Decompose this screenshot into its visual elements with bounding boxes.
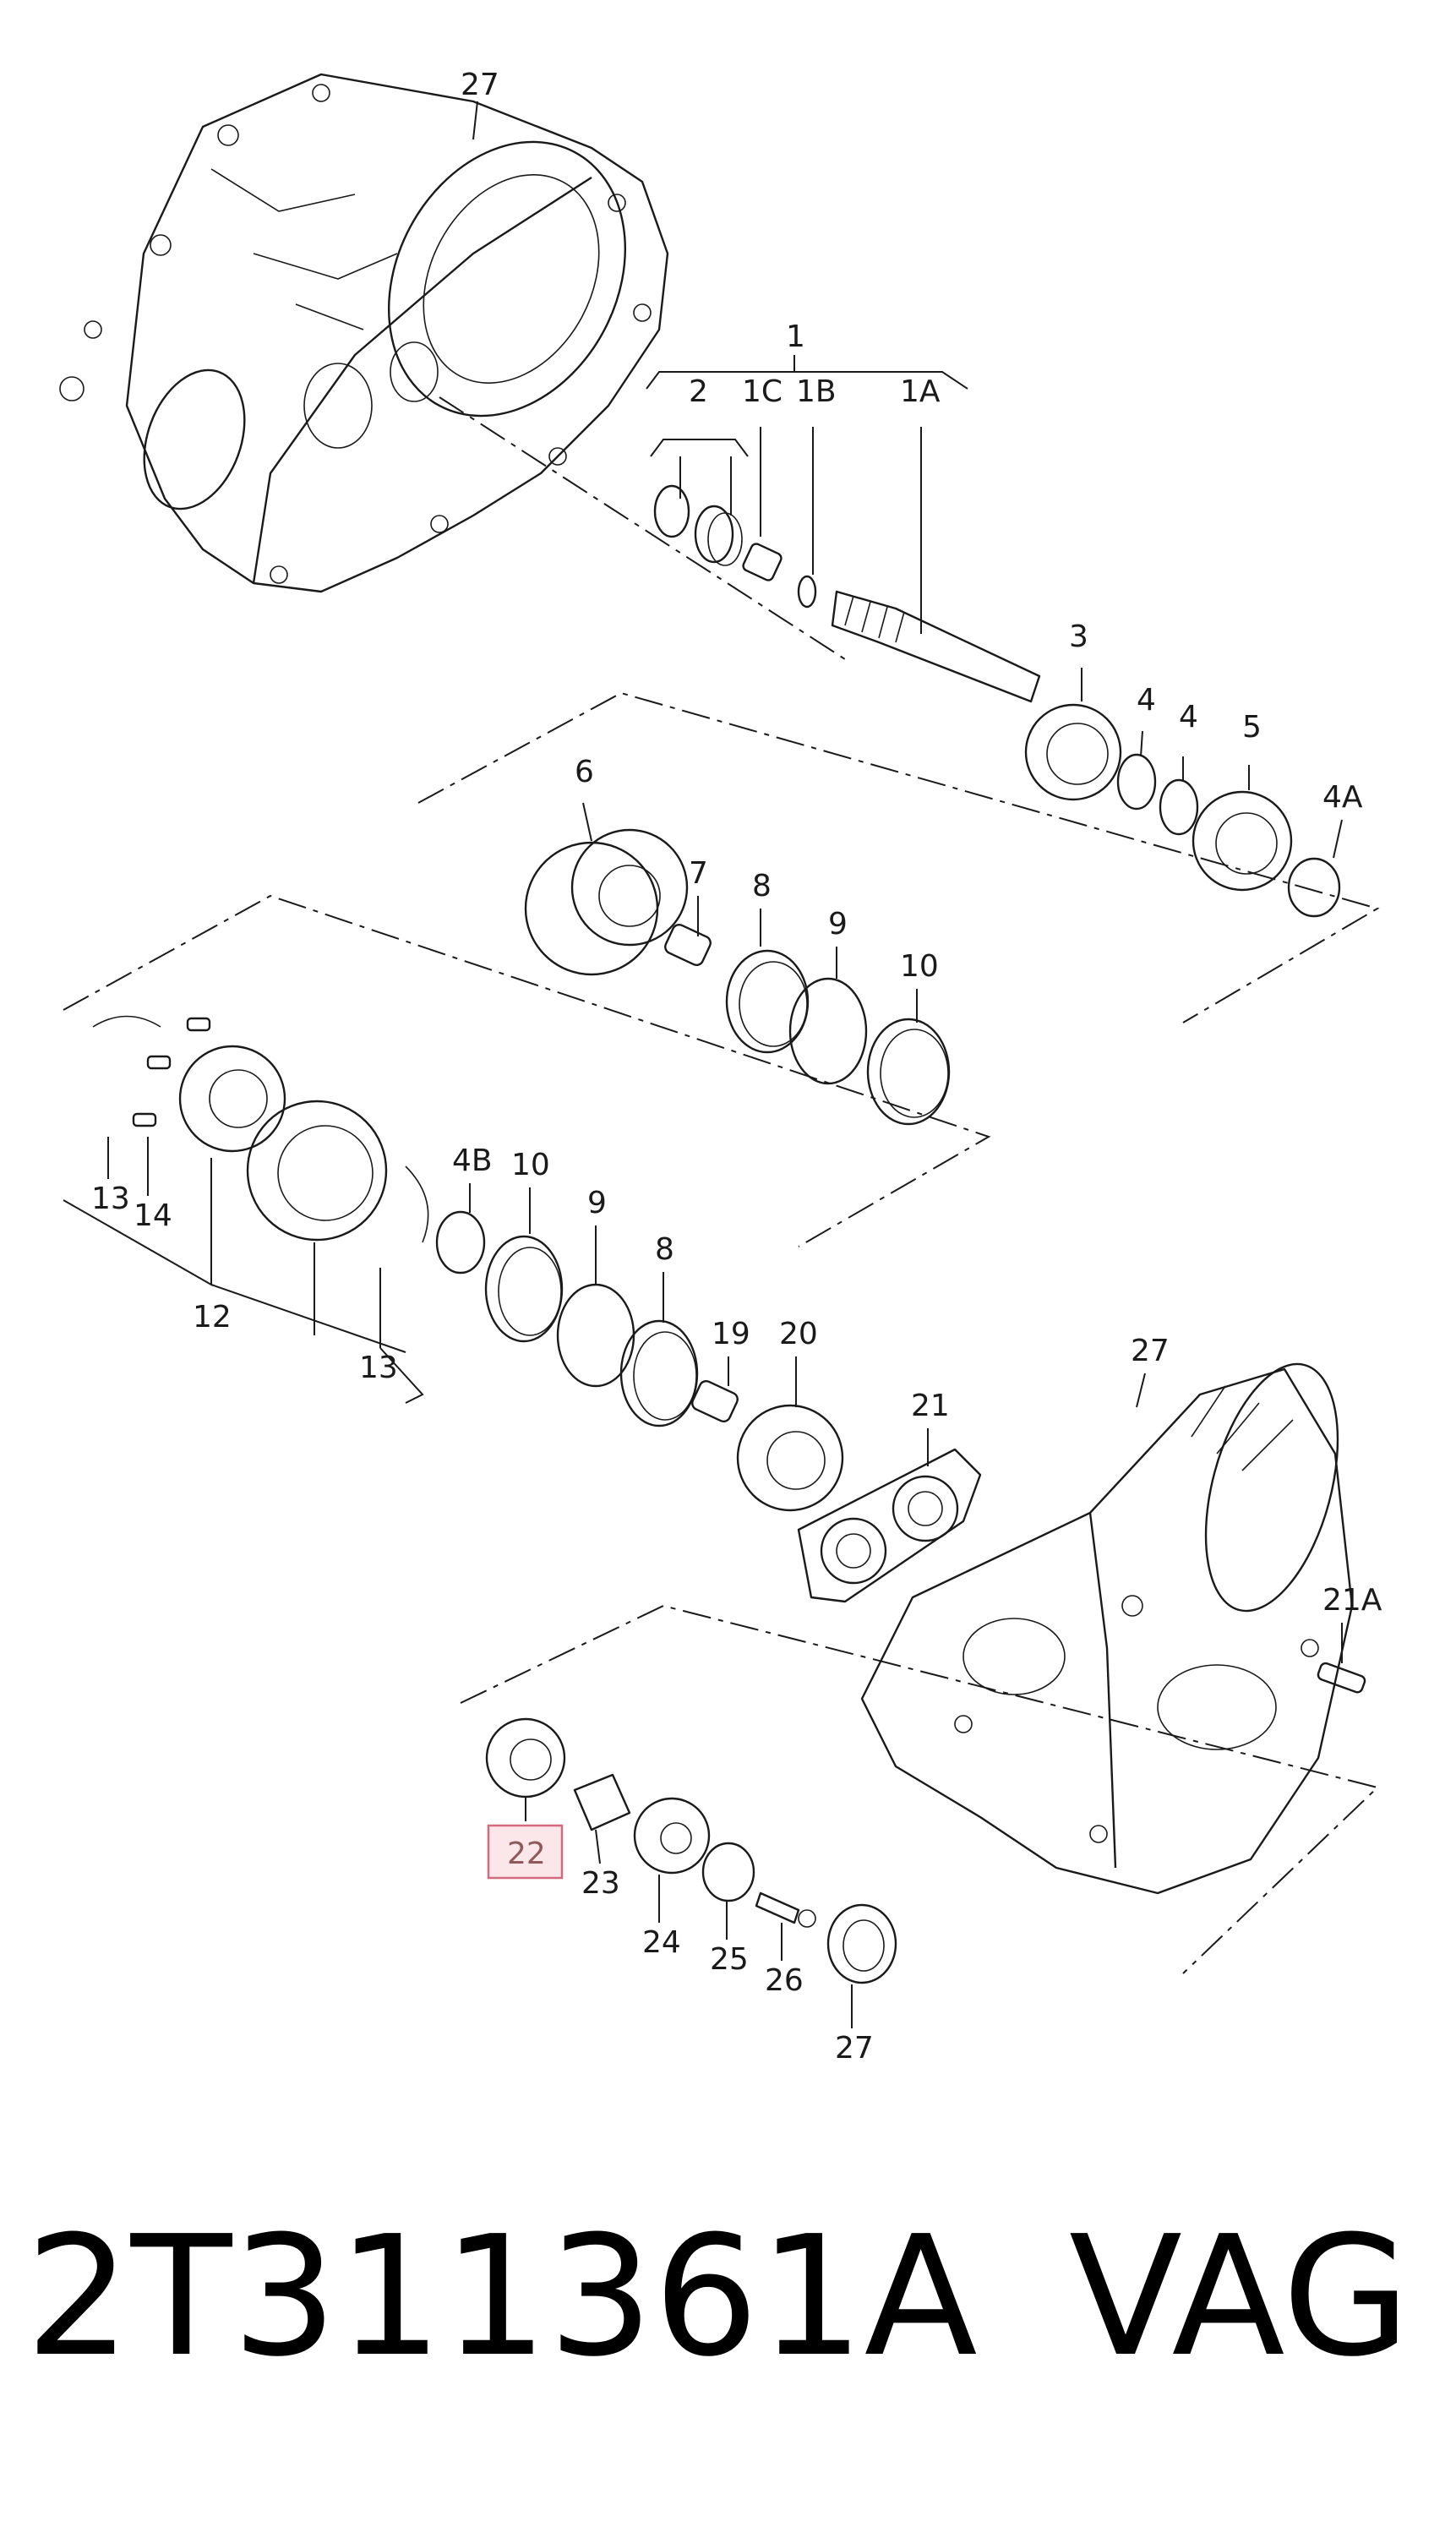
transmission-housing-upper (59, 73, 669, 593)
callout-21A: 21A (1322, 1583, 1382, 1618)
callout-5: 5 (1242, 710, 1262, 745)
part-22-gear (485, 1717, 566, 1798)
callout-24: 24 (642, 1925, 681, 1960)
callout-27-housing: 27 (1131, 1334, 1170, 1368)
gears-3-4-5 (1024, 703, 1341, 918)
leader-lines (63, 101, 1343, 2028)
callout-9-upper: 9 (828, 907, 848, 942)
callout-8-upper: 8 (752, 869, 772, 903)
callout-10-lower: 10 (511, 1148, 550, 1182)
callout-20: 20 (779, 1317, 818, 1351)
callout-21: 21 (911, 1389, 950, 1423)
callout-4B: 4B (452, 1143, 493, 1178)
callout-26: 26 (765, 1963, 804, 1998)
gears-22-to-27 (485, 1717, 897, 1984)
callout-6: 6 (575, 755, 594, 789)
callout-25: 25 (710, 1942, 749, 1977)
callout-27-top: 27 (461, 68, 499, 102)
group-frame-lower (460, 1604, 1379, 1974)
callout-8-lower: 8 (655, 1232, 674, 1267)
callout-2: 2 (689, 374, 708, 409)
callout-1C: 1C (742, 374, 783, 409)
gears-12-13-14 (92, 1015, 429, 1243)
callout-12: 12 (193, 1300, 232, 1334)
callout-22-highlighted: 22 (507, 1837, 546, 1871)
callout-3: 3 (1069, 619, 1088, 654)
callout-27-bottom: 27 (835, 2031, 874, 2066)
callout-labels: 27 1 2 1C 1B 1A 3 4 4 5 4A 6 7 8 9 10 13… (91, 68, 1382, 2066)
callout-4-left: 4 (1137, 683, 1156, 718)
callout-13-left: 13 (91, 1182, 130, 1216)
input-shaft-assembly (439, 396, 1041, 703)
group-frame-middle (63, 894, 991, 1247)
callout-23: 23 (581, 1866, 620, 1901)
bearing-plate-21 (797, 1448, 982, 1603)
callout-7: 7 (689, 856, 708, 891)
callout-13-right: 13 (359, 1351, 398, 1385)
group-frame-upper (417, 691, 1380, 1023)
callout-14: 14 (134, 1198, 172, 1233)
callout-1A: 1A (900, 374, 941, 409)
callout-9-lower: 9 (587, 1186, 607, 1220)
callout-4-right: 4 (1179, 700, 1198, 734)
highlight-box-22 (487, 1824, 564, 1880)
part-number: 2T311361A (25, 2201, 978, 2393)
callout-19: 19 (712, 1317, 750, 1351)
callout-1B: 1B (796, 374, 837, 409)
gears-4B-to-20 (435, 1210, 844, 1512)
gears-6-to-10 (524, 828, 951, 1126)
brand-name: VAG (1069, 2201, 1410, 2393)
callout-4A: 4A (1322, 780, 1363, 815)
transmission-housing-lower (860, 1362, 1366, 1895)
callout-1: 1 (786, 319, 805, 354)
callout-10-upper: 10 (900, 949, 939, 984)
